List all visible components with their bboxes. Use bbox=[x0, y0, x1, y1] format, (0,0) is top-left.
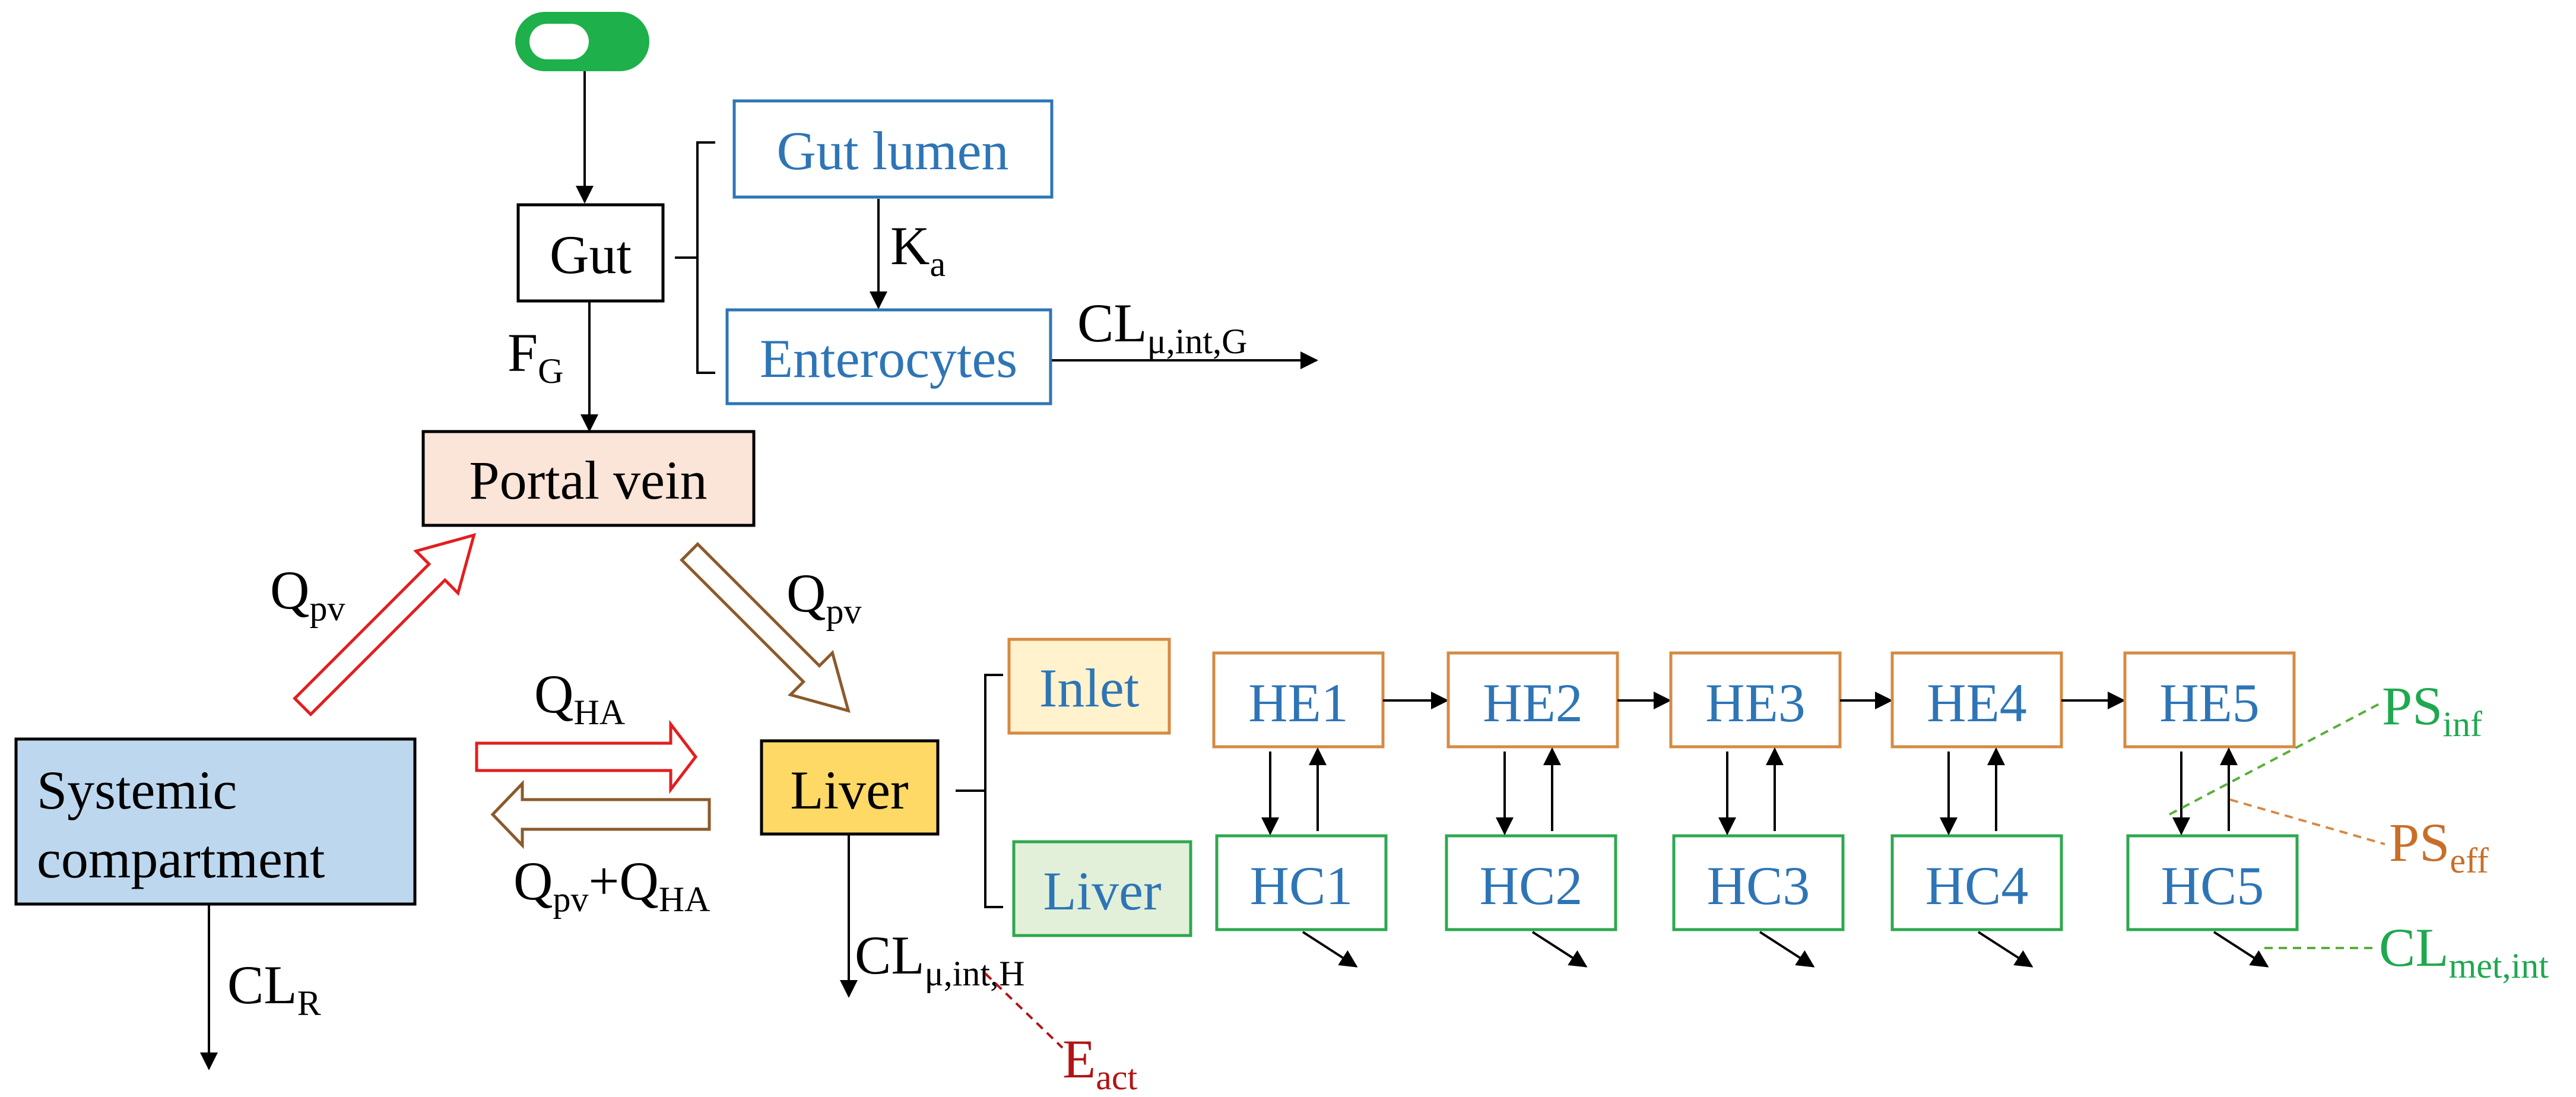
enterocytes-box: Enterocytes bbox=[725, 308, 1052, 405]
ps-eff-dashed-line bbox=[2229, 798, 2385, 845]
ka-label: Ka bbox=[890, 215, 946, 284]
hc-label-4: HC4 bbox=[1925, 855, 2029, 916]
portal-to-liver-arrow bbox=[680, 542, 851, 713]
hc-metabolism-arrow-1 bbox=[1302, 931, 1358, 968]
he-box-4: HE4 bbox=[1890, 651, 2063, 749]
qpv-qha-arrow bbox=[490, 779, 711, 849]
pill-icon bbox=[515, 12, 649, 71]
hc-box-2: HC2 bbox=[1445, 834, 1617, 931]
enterocytes-label: Enterocytes bbox=[760, 328, 1017, 389]
liver-zone-box: Liver bbox=[1012, 840, 1192, 937]
hc-label-5: HC5 bbox=[2161, 855, 2264, 916]
cl-liver-label: CLμ,int,H bbox=[855, 925, 1024, 993]
he-box-2: HE2 bbox=[1446, 651, 1619, 749]
liver-box: Liver bbox=[760, 739, 940, 836]
hc-label-3: HC3 bbox=[1707, 855, 1810, 916]
systemic-label-line2: compartment bbox=[37, 829, 325, 889]
inlet-zone-box: Inlet bbox=[1007, 638, 1171, 735]
eact-label: Eact bbox=[1062, 1029, 1137, 1097]
gut-label: Gut bbox=[550, 224, 632, 285]
hc-label-2: HC2 bbox=[1480, 855, 1583, 916]
hc-metabolism-arrow-5 bbox=[2213, 931, 2269, 968]
cl-met-label: CLmet,int bbox=[2379, 917, 2549, 985]
qpv-qha-label: Qpv+QHA bbox=[513, 851, 710, 919]
gut-bracket bbox=[675, 141, 715, 374]
fg-label: FG bbox=[507, 322, 564, 391]
portal-vein-box: Portal vein bbox=[421, 430, 756, 527]
inlet-label: Inlet bbox=[1039, 658, 1140, 718]
ps-inf-dashed-line bbox=[2169, 702, 2381, 816]
hc-metabolism-arrow-3 bbox=[1759, 931, 1815, 968]
qha-label: QHA bbox=[534, 664, 625, 732]
he-label-5: HE5 bbox=[2159, 673, 2260, 733]
liver-label: Liver bbox=[790, 760, 908, 820]
systemic-compartment-box: Systemic compartment bbox=[14, 737, 417, 906]
cl-gut-label: CLμ,int,G bbox=[1077, 293, 1247, 361]
portal-vein-label: Portal vein bbox=[469, 450, 707, 511]
gut-lumen-label: Gut lumen bbox=[777, 121, 1009, 181]
he-label-3: HE3 bbox=[1705, 673, 1806, 733]
qpv-left-label: Qpv bbox=[270, 560, 345, 628]
hc-metabolism-arrow-2 bbox=[1531, 931, 1588, 968]
he-label-2: HE2 bbox=[1483, 673, 1583, 733]
systemic-to-portal-arrow bbox=[293, 532, 477, 716]
hc-box-4: HC4 bbox=[1890, 834, 2063, 931]
he-label-1: HE1 bbox=[1248, 673, 1349, 733]
hc-metabolism-arrow-4 bbox=[1977, 931, 2033, 968]
qpv-right-label: Qpv bbox=[786, 563, 861, 631]
clr-label: CLR bbox=[227, 955, 321, 1023]
he-box-5: HE5 bbox=[2123, 651, 2296, 749]
he-box-3: HE3 bbox=[1669, 651, 1842, 749]
he-label-4: HE4 bbox=[1927, 673, 2027, 733]
hc-box-5: HC5 bbox=[2126, 834, 2299, 931]
liver-zone-label: Liver bbox=[1043, 861, 1161, 921]
ps-inf-label: PSinf bbox=[2382, 676, 2482, 744]
liver-bracket bbox=[956, 674, 1003, 908]
eact-dashed-line bbox=[984, 972, 1064, 1049]
qha-arrow bbox=[475, 719, 698, 794]
gut-box: Gut bbox=[516, 203, 665, 303]
he-box-1: HE1 bbox=[1212, 651, 1385, 749]
gut-lumen-box: Gut lumen bbox=[732, 99, 1054, 199]
ps-eff-label: PSeff bbox=[2389, 812, 2489, 880]
hc-box-1: HC1 bbox=[1215, 834, 1388, 931]
systemic-label-line1: Systemic bbox=[37, 760, 237, 820]
hc-box-3: HC3 bbox=[1672, 834, 1845, 931]
hc-label-1: HC1 bbox=[1250, 855, 1353, 916]
